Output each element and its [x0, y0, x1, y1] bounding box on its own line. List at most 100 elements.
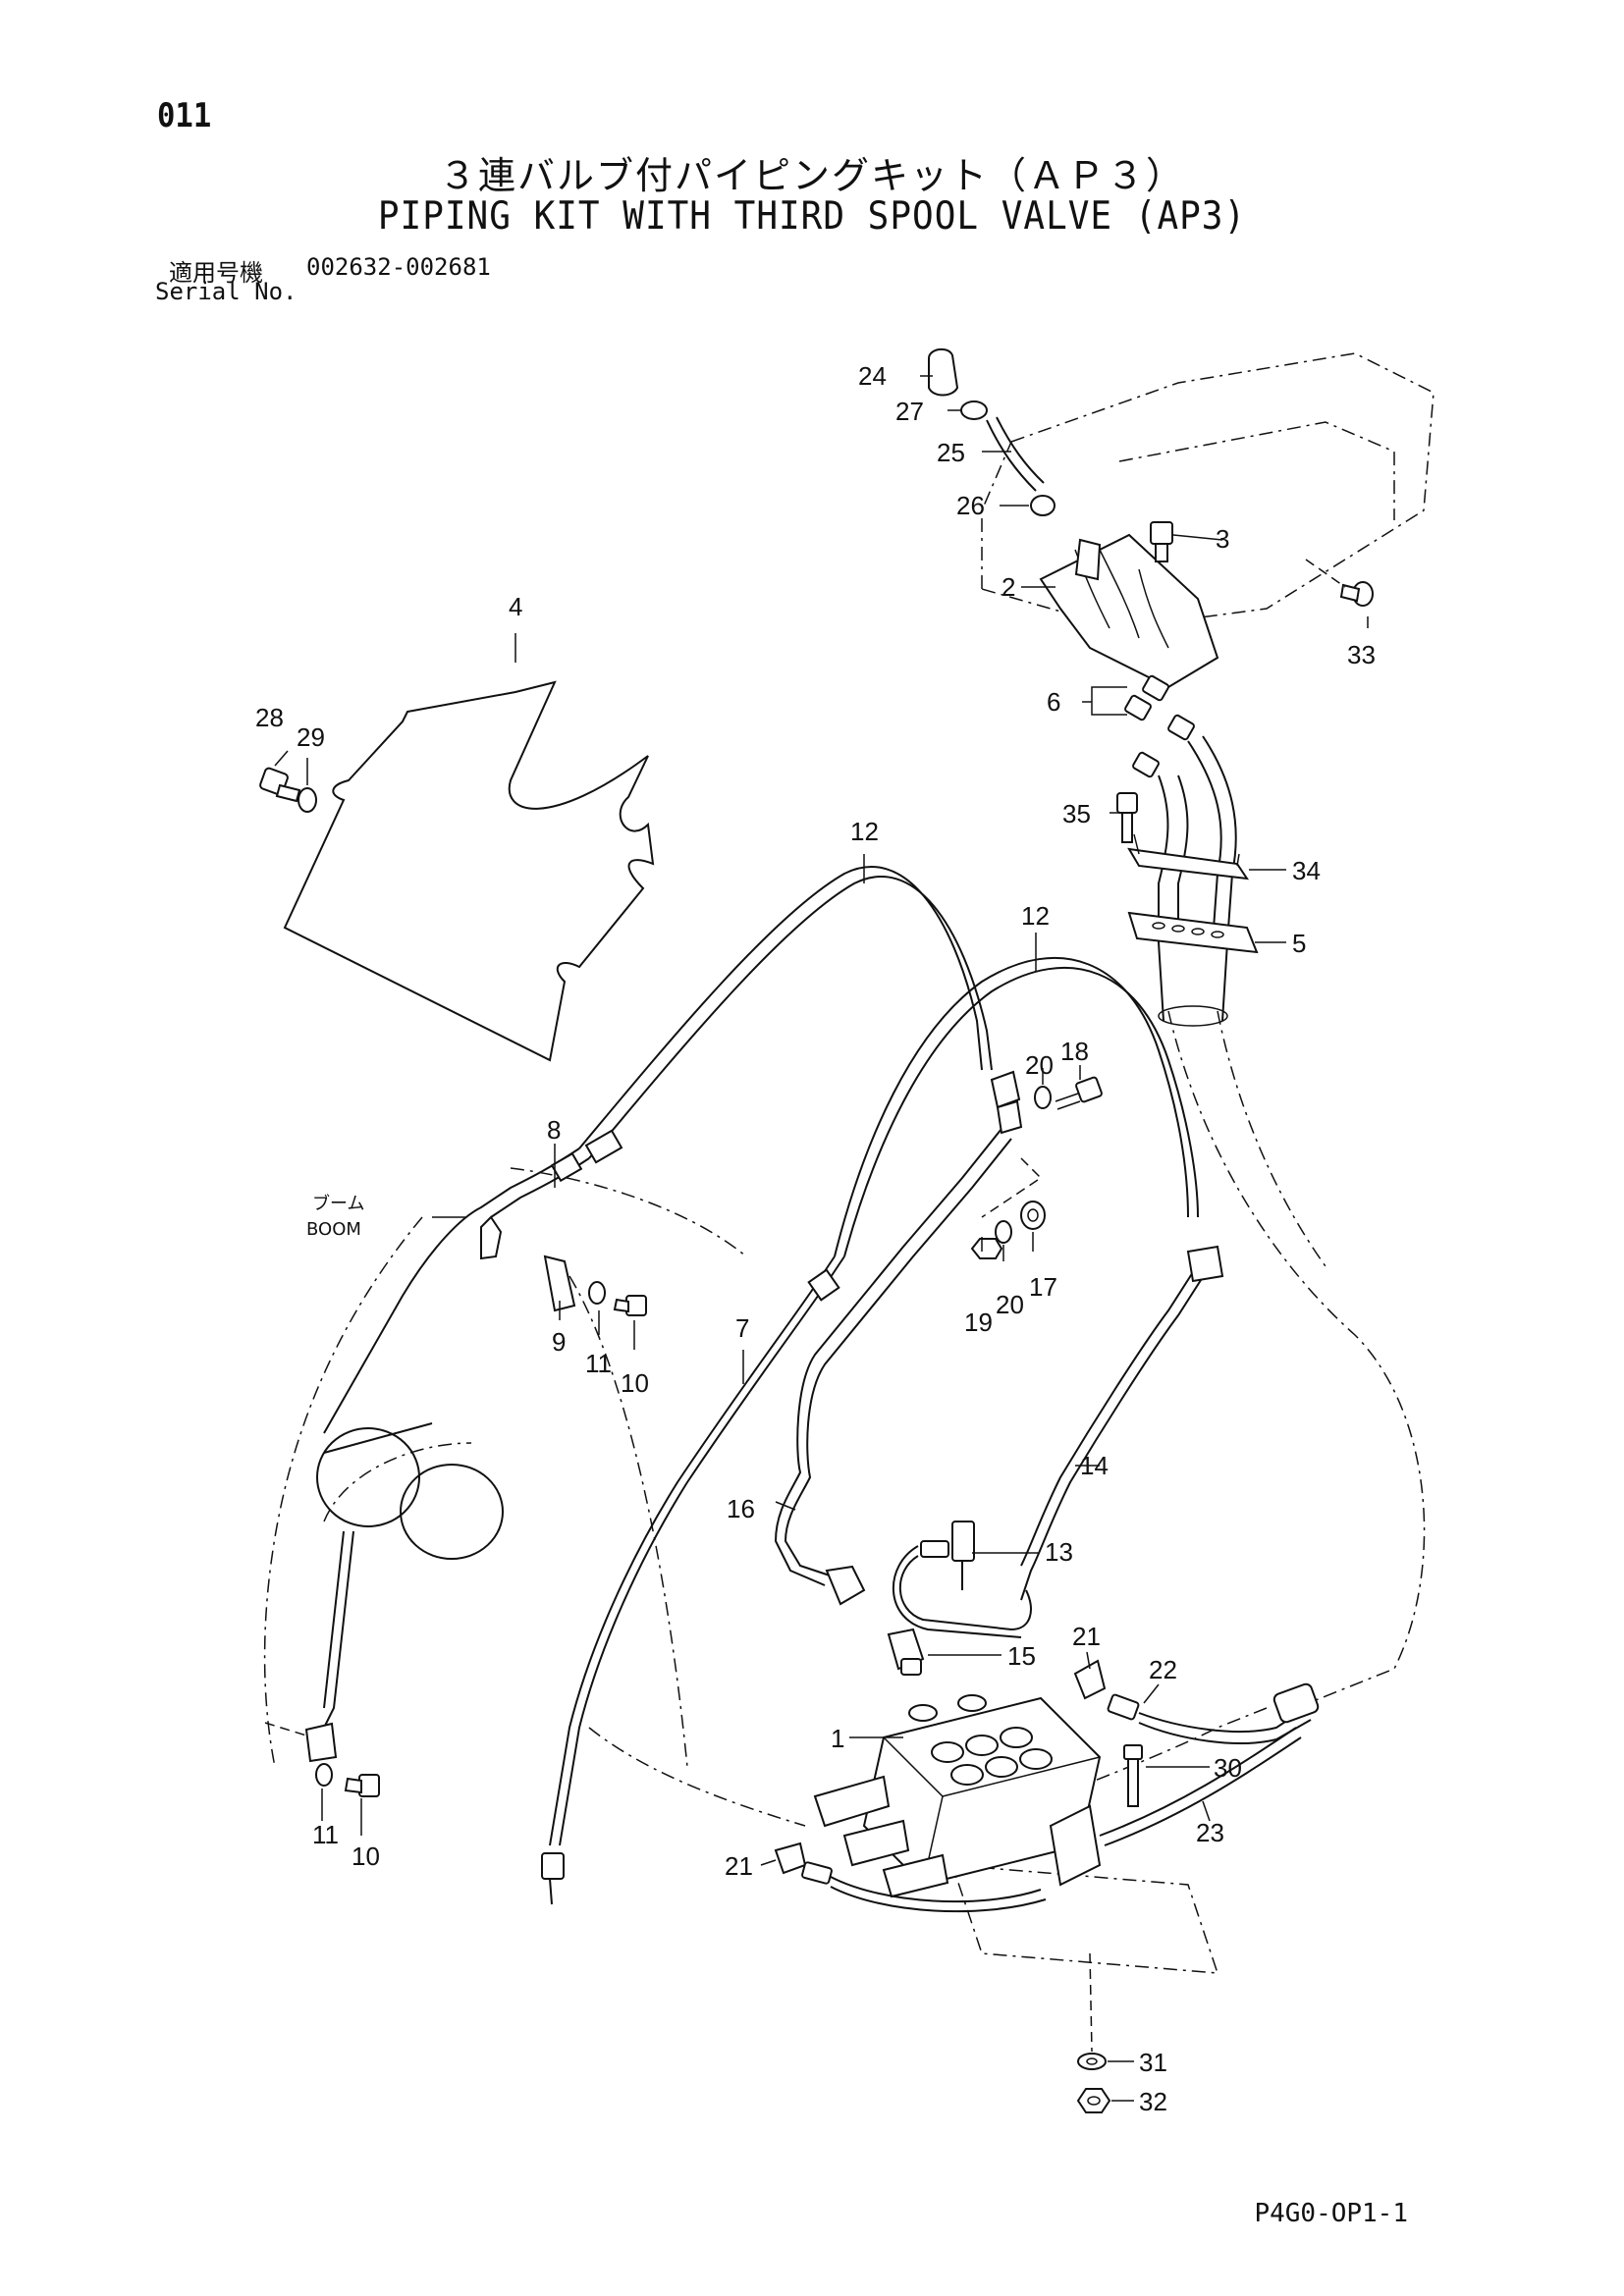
centerline-valve [1089, 1952, 1093, 2053]
serial-label-english: Serial No. [155, 278, 298, 305]
centerline-bolt-33 [1305, 559, 1346, 588]
hose-8 [323, 1129, 623, 1434]
holder-5 [1127, 911, 1259, 954]
callout-26: 26 [956, 491, 985, 520]
callout-3: 3 [1216, 524, 1229, 554]
callout-12-upper: 12 [850, 817, 879, 846]
bolt-10-upper [613, 1295, 647, 1316]
callout-10-lower: 10 [352, 1842, 380, 1871]
callout-29: 29 [297, 722, 325, 752]
callout-35: 35 [1062, 799, 1091, 828]
pipe-14 [1020, 1245, 1224, 1601]
washer-11-lower [315, 1763, 333, 1787]
spacer-17 [1020, 1201, 1046, 1230]
callout-27: 27 [895, 397, 924, 426]
pilot-hoses [1158, 735, 1237, 1027]
elbow-21-upper [1073, 1659, 1140, 1721]
hose-23 [1099, 1682, 1320, 1846]
leader-lines [274, 375, 1369, 2102]
bolt-10-lower [344, 1774, 380, 1797]
callout-28: 28 [255, 703, 284, 732]
callout-15: 15 [1007, 1641, 1036, 1671]
washer-20-lower [995, 1220, 1012, 1244]
nut-27 [960, 400, 988, 420]
callout-4: 4 [509, 592, 522, 621]
callout-30: 30 [1214, 1753, 1242, 1783]
callout-31: 31 [1139, 2048, 1167, 2077]
control-valve-1 [813, 1694, 1102, 1898]
callout-20-upper: 20 [1025, 1050, 1054, 1080]
washer-11-upper [588, 1281, 606, 1305]
callout-5: 5 [1292, 929, 1306, 958]
callout-11-upper: 11 [585, 1349, 612, 1378]
hose-12-upper [578, 866, 993, 1159]
bolt-30 [1123, 1744, 1143, 1807]
elbow-21-lower [774, 1842, 1047, 1913]
nut-19 [970, 1238, 1003, 1259]
callouts: 24 27 25 26 3 2 33 6 35 34 5 4 28 29 12 … [255, 361, 1376, 2116]
boot-26 [1030, 495, 1056, 516]
centerline-clamp [981, 1157, 1043, 1218]
callout-21-upper: 21 [1072, 1622, 1101, 1651]
lever-25 [986, 416, 1045, 492]
callout-34: 34 [1292, 856, 1321, 885]
page-number: 011 [157, 96, 212, 135]
fittings-6 [1124, 674, 1195, 778]
boom-label-english: BOOM [306, 1219, 361, 1240]
callout-33: 33 [1347, 640, 1376, 669]
callout-21-lower: 21 [725, 1851, 753, 1881]
hose-12-lower [834, 957, 1199, 1257]
callout-11-lower: 11 [312, 1820, 339, 1849]
serial-label-japanese: 適用号機 [169, 259, 263, 287]
callout-18: 18 [1060, 1037, 1089, 1066]
hose-22 [1138, 1707, 1312, 1744]
pipe-16 [774, 1128, 1012, 1606]
pilot-valve-2 [1039, 533, 1219, 689]
machine-outline [263, 352, 1435, 1974]
callout-10-upper: 10 [621, 1368, 649, 1398]
callout-12-lower: 12 [1021, 901, 1050, 931]
pipe-7 [541, 1255, 845, 1905]
fitting-15 [887, 1628, 925, 1676]
callout-23: 23 [1196, 1818, 1224, 1847]
clamp-upper [990, 1070, 1023, 1135]
callout-20-lower: 20 [996, 1290, 1024, 1319]
callout-22: 22 [1149, 1655, 1177, 1684]
serial-range: 002632-002681 [306, 253, 491, 281]
callout-14: 14 [1080, 1451, 1109, 1480]
bolt-28 [259, 767, 301, 803]
page-title-japanese: ３連バルブ付パイピングキット（ＡＰ３） [438, 154, 1185, 197]
document-code: P4G0-OP1-1 [1254, 2199, 1408, 2228]
callout-2: 2 [1001, 572, 1015, 602]
callout-8: 8 [547, 1115, 561, 1145]
page-title-english: PIPING KIT WITH THIRD SPOOL VALVE (AP3) [377, 193, 1247, 240]
callout-7: 7 [735, 1313, 749, 1343]
washer-29 [298, 787, 317, 813]
cover-plate [283, 680, 655, 1062]
centerline-boom-lower [264, 1722, 307, 1736]
boom-pin [316, 1422, 504, 1560]
callout-25: 25 [937, 438, 965, 467]
bolt-3 [1150, 521, 1173, 562]
callout-16: 16 [727, 1494, 755, 1523]
bracket-34 [1127, 833, 1250, 881]
callout-13: 13 [1045, 1537, 1073, 1567]
callout-6: 6 [1047, 687, 1060, 717]
callout-1: 1 [831, 1724, 844, 1753]
callout-19: 19 [964, 1308, 993, 1337]
washer-20-upper [1034, 1086, 1052, 1109]
callout-24: 24 [858, 361, 887, 391]
callout-17: 17 [1029, 1272, 1057, 1302]
boom-lower-pipe [304, 1530, 354, 1763]
bolt-18 [1055, 1076, 1103, 1110]
boom-label-japanese: ブーム [312, 1193, 364, 1214]
pipe-13 [893, 1521, 1032, 1638]
callout-32: 32 [1139, 2087, 1167, 2116]
clamp-9 [480, 1215, 576, 1312]
bolt-33 [1339, 581, 1374, 607]
washer-31 [1077, 2053, 1107, 2070]
nut-32 [1076, 2088, 1111, 2113]
callout-9: 9 [552, 1327, 566, 1357]
knob-24 [928, 347, 959, 397]
